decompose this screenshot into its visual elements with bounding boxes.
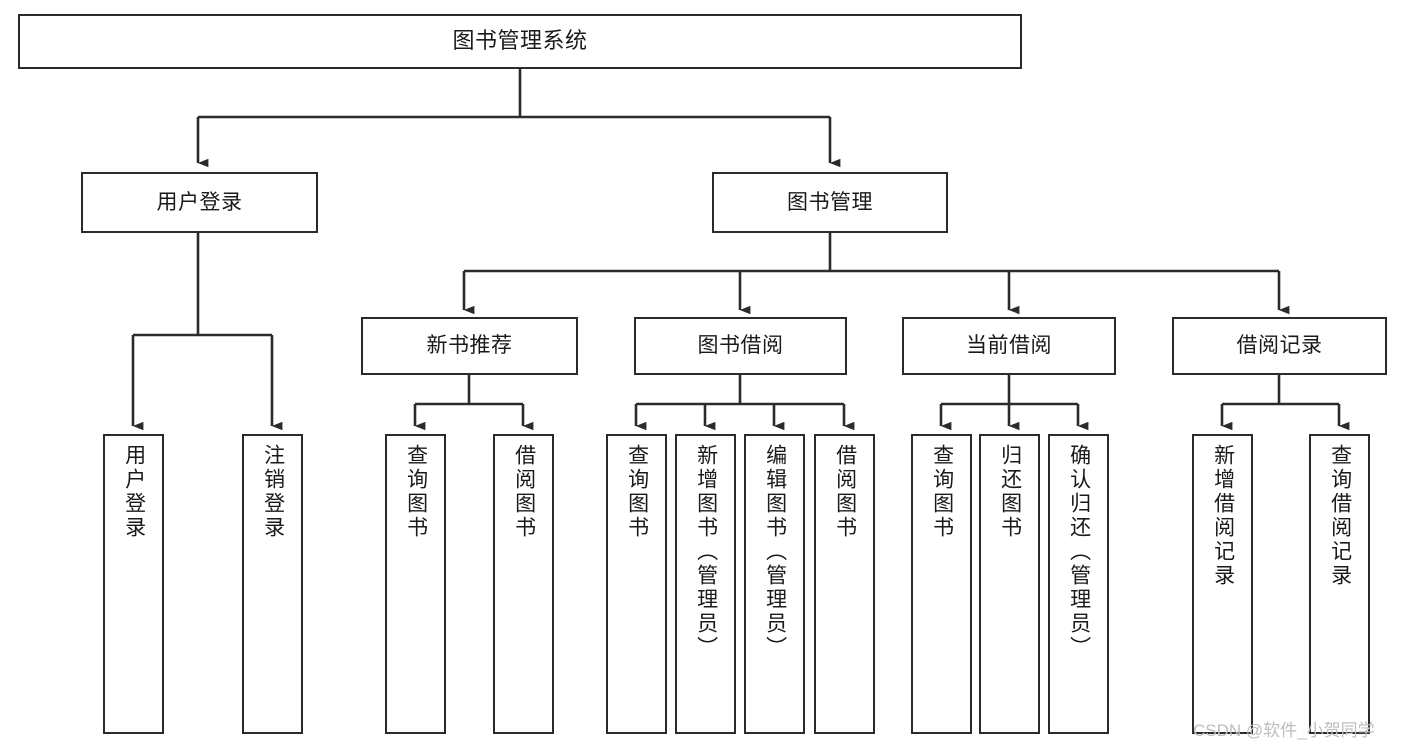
- connector-root-to-level2: [196, 69, 841, 168]
- node-label-root: 图书管理系统: [452, 28, 588, 54]
- node-label-leaf-query-record: 查询借阅记录: [1328, 444, 1352, 588]
- node-leaf-query-book-2[interactable]: 查询图书: [606, 434, 667, 734]
- connector-borrowrecord-to-leaves: [1220, 375, 1350, 431]
- node-label-borrow-record: 借阅记录: [1236, 334, 1323, 358]
- node-leaf-confirm-return[interactable]: 确认归还（管理员）: [1048, 434, 1109, 734]
- node-label-leaf-borrow-book-1: 借阅图书: [512, 444, 536, 540]
- node-leaf-logout-login[interactable]: 注销登录: [242, 434, 303, 734]
- node-leaf-return-book[interactable]: 归还图书: [979, 434, 1040, 734]
- node-leaf-query-book-1[interactable]: 查询图书: [385, 434, 446, 734]
- node-label-leaf-edit-book: 编辑图书（管理员）: [763, 444, 787, 660]
- node-borrow-record[interactable]: 借阅记录: [1172, 317, 1387, 375]
- node-label-leaf-query-book-3: 查询图书: [930, 444, 954, 540]
- node-leaf-borrow-book-1[interactable]: 借阅图书: [493, 434, 554, 734]
- node-root-system[interactable]: 图书管理系统: [18, 14, 1022, 69]
- connector-bookborrow-to-leaves: [634, 375, 855, 431]
- node-leaf-add-book[interactable]: 新增图书（管理员）: [675, 434, 736, 734]
- node-label-leaf-query-book-1: 查询图书: [404, 444, 428, 540]
- node-label-leaf-return-book: 归还图书: [998, 444, 1022, 540]
- node-leaf-query-book-3[interactable]: 查询图书: [911, 434, 972, 734]
- node-label-new-book-recommend: 新书推荐: [426, 334, 513, 358]
- connector-bookmgmt-to-level3: [462, 233, 1290, 315]
- node-label-book-management: 图书管理: [787, 190, 873, 214]
- node-leaf-query-record[interactable]: 查询借阅记录: [1309, 434, 1370, 734]
- node-label-book-borrow: 图书借阅: [697, 334, 784, 358]
- node-leaf-edit-book[interactable]: 编辑图书（管理员）: [744, 434, 805, 734]
- node-label-current-borrow: 当前借阅: [966, 334, 1052, 358]
- node-book-management[interactable]: 图书管理: [712, 172, 948, 233]
- node-current-borrow[interactable]: 当前借阅: [902, 317, 1116, 375]
- node-new-book-recommend[interactable]: 新书推荐: [361, 317, 578, 375]
- node-user-login[interactable]: 用户登录: [81, 172, 318, 233]
- node-label-leaf-logout-login: 注销登录: [261, 444, 285, 540]
- node-leaf-user-login[interactable]: 用户登录: [103, 434, 164, 734]
- node-label-leaf-add-book: 新增图书（管理员）: [694, 444, 718, 660]
- node-leaf-borrow-book-2[interactable]: 借阅图书: [814, 434, 875, 734]
- node-label-leaf-confirm-return: 确认归还（管理员）: [1067, 444, 1091, 660]
- node-label-leaf-query-book-2: 查询图书: [625, 444, 649, 540]
- node-book-borrow[interactable]: 图书借阅: [634, 317, 847, 375]
- connector-currentborrow-to-leaves: [939, 375, 1089, 431]
- node-label-leaf-add-record: 新增借阅记录: [1211, 444, 1235, 588]
- node-label-leaf-borrow-book-2: 借阅图书: [833, 444, 857, 540]
- connector-newbook-to-leaves: [413, 375, 534, 431]
- node-label-user-login: 用户登录: [156, 190, 243, 214]
- node-label-leaf-user-login: 用户登录: [122, 444, 146, 540]
- node-leaf-add-record[interactable]: 新增借阅记录: [1192, 434, 1253, 734]
- connector-userlogin-to-leaves: [131, 233, 283, 431]
